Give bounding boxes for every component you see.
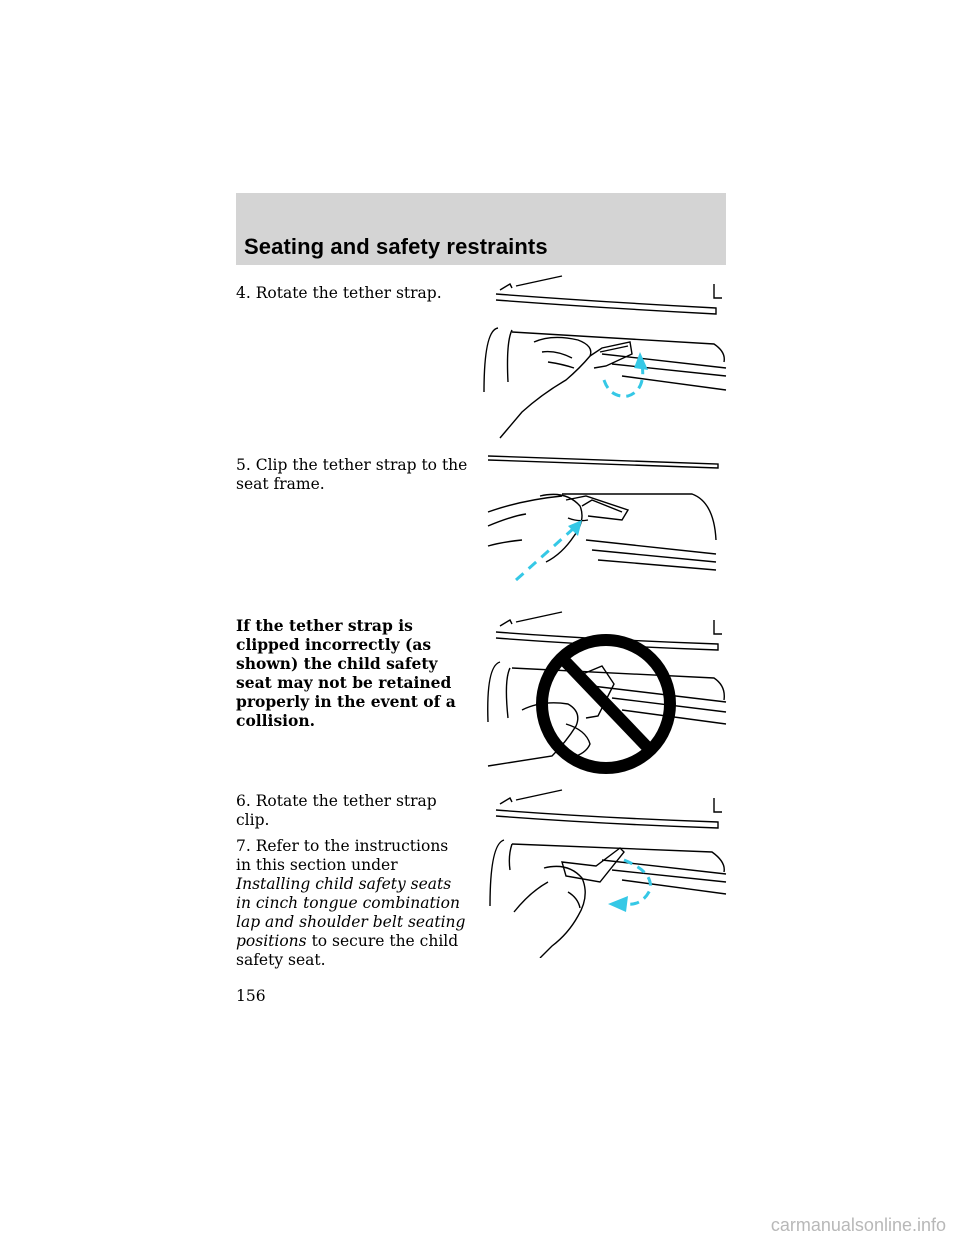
page-number: 156	[236, 987, 266, 1005]
rotate-arrow-icon	[602, 352, 648, 398]
rotate-clip-arrow-icon	[608, 858, 652, 912]
watermark: carmanualsonline.info	[770, 1215, 946, 1235]
step-7-outro: to secure the child safety seat.	[236, 932, 459, 969]
incorrect-clip-illustration	[487, 611, 727, 774]
clip-arrow-icon	[514, 520, 582, 582]
rotate-tether-strap-illustration	[483, 275, 727, 439]
step-7-text: 7. Refer to the instructions in this sec…	[236, 837, 468, 970]
step-4-text: 4. Rotate the tether strap.	[236, 284, 442, 302]
step-7-reference: Installing child safety seats in cinch t…	[236, 875, 466, 950]
section-header: Seating and safety restraints	[236, 193, 726, 265]
step-6-7-text-block: 6. Rotate the tether strap clip. 7. Refe…	[236, 792, 468, 970]
step-5-text: 5. Clip the tether strap to the seat fra…	[236, 456, 468, 493]
step-6-text: 6. Rotate the tether strap clip.	[236, 792, 437, 829]
prohibition-icon	[536, 634, 676, 774]
rotate-clip-illustration	[489, 789, 727, 958]
step-5-text-block: 5. Clip the tether strap to the seat fra…	[236, 456, 468, 494]
clip-tether-strap-illustration	[487, 455, 719, 582]
page-title: Seating and safety restraints	[244, 234, 548, 259]
warning-text: If the tether strap is clipped incorrect…	[236, 616, 456, 730]
warning-text-block: If the tether strap is clipped incorrect…	[236, 616, 468, 730]
step-7-intro: 7. Refer to the instructions in this sec…	[236, 837, 449, 874]
step-4-text-block: 4. Rotate the tether strap.	[236, 284, 468, 303]
